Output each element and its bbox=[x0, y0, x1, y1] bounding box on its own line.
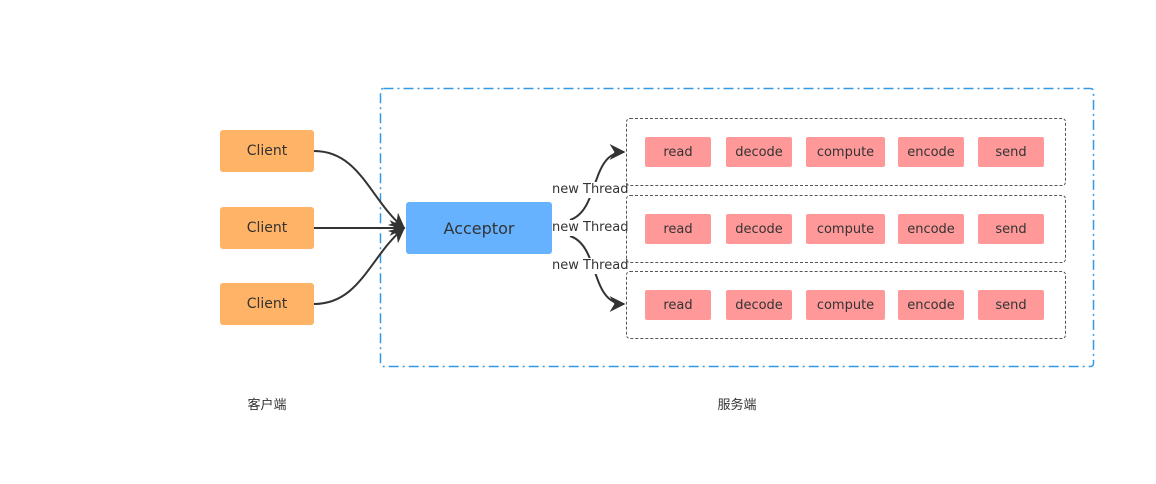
step-compute: compute bbox=[806, 137, 885, 167]
step-compute: compute bbox=[806, 290, 885, 320]
step-read: read bbox=[645, 137, 711, 167]
step-send: send bbox=[978, 137, 1044, 167]
step-read: read bbox=[645, 214, 711, 244]
client-node: Client bbox=[220, 207, 314, 249]
step-send: send bbox=[978, 290, 1044, 320]
new-thread-label: new Thread bbox=[552, 220, 629, 236]
new-thread-label: new Thread bbox=[552, 258, 629, 274]
step-send: send bbox=[978, 214, 1044, 244]
client-side-caption: 客户端 bbox=[247, 398, 287, 413]
step-compute: compute bbox=[806, 214, 885, 244]
client-node: Client bbox=[220, 283, 314, 325]
step-encode: encode bbox=[898, 137, 964, 167]
handler-thread-box: read decode compute encode send bbox=[626, 271, 1066, 339]
edge-client-1-to-acceptor bbox=[313, 150, 406, 230]
new-thread-label: new Thread bbox=[552, 182, 629, 198]
server-side-caption: 服务端 bbox=[717, 398, 757, 413]
acceptor-node: Acceptor bbox=[406, 202, 552, 254]
step-decode: decode bbox=[726, 137, 792, 167]
handler-thread-box: read decode compute encode send bbox=[626, 118, 1066, 186]
handler-thread-box: read decode compute encode send bbox=[626, 195, 1066, 263]
step-encode: encode bbox=[898, 214, 964, 244]
step-read: read bbox=[645, 290, 711, 320]
step-decode: decode bbox=[726, 214, 792, 244]
step-decode: decode bbox=[726, 290, 792, 320]
edge-client-3-to-acceptor bbox=[313, 226, 406, 305]
step-encode: encode bbox=[898, 290, 964, 320]
client-node: Client bbox=[220, 130, 314, 172]
